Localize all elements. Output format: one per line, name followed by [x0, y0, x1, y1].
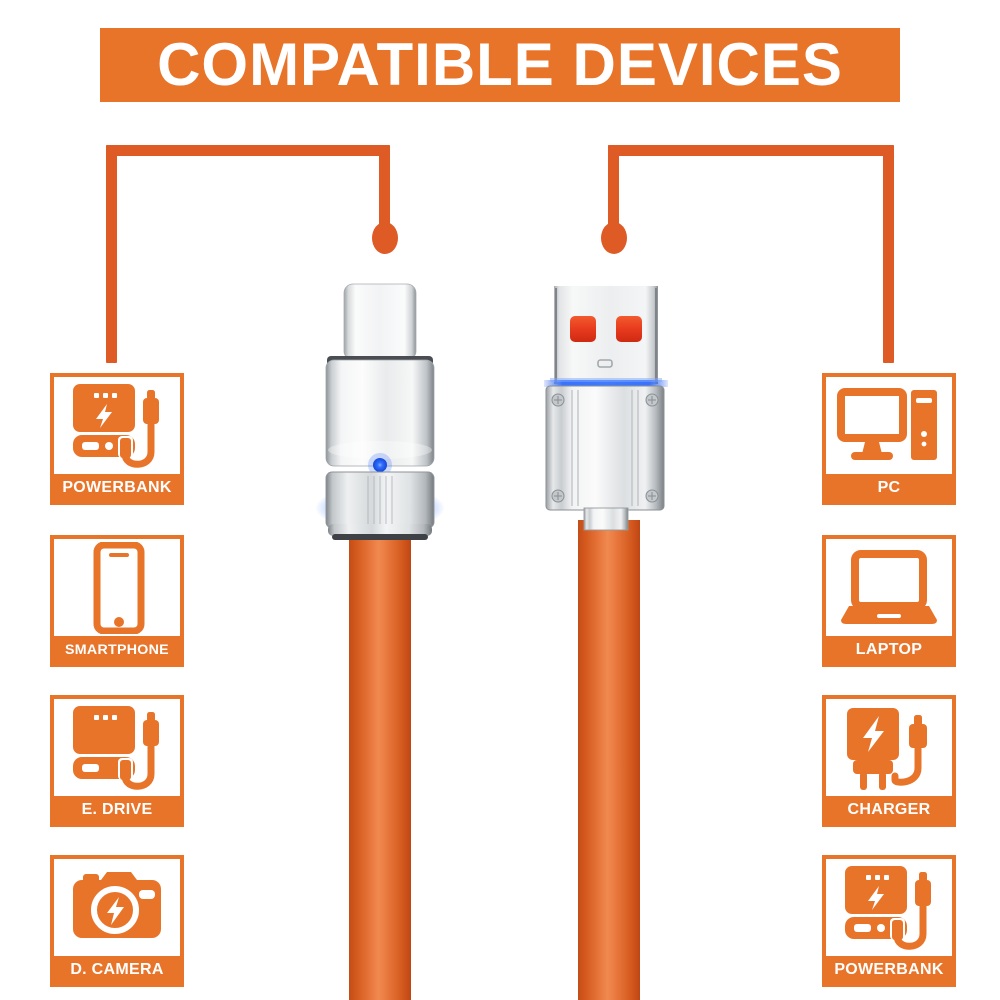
device-box-powerbank-right[interactable]: POWERBANK: [822, 855, 956, 987]
device-box-external-drive[interactable]: E. DRIVE: [50, 695, 184, 827]
device-label: SMARTPHONE: [54, 636, 180, 663]
device-label: POWERBANK: [826, 956, 952, 983]
powerbank-icon: [826, 859, 952, 956]
left-bracket-top-bar: [106, 145, 390, 156]
wall-charger-icon: [826, 699, 952, 796]
usb-c-cable: [349, 520, 411, 1000]
device-label: D. CAMERA: [54, 956, 180, 983]
right-bracket-pointer-dot: [601, 222, 627, 254]
device-label: POWERBANK: [54, 474, 180, 501]
digital-camera-icon: [54, 859, 180, 956]
device-label: PC: [826, 474, 952, 501]
device-box-digital-camera[interactable]: D. CAMERA: [50, 855, 184, 987]
right-bracket-drop-stem: [608, 145, 619, 227]
left-bracket-pointer-dot: [372, 222, 398, 254]
smartphone-icon: [54, 539, 180, 636]
device-label: LAPTOP: [826, 636, 952, 663]
left-bracket-drop-stem: [379, 145, 390, 227]
device-label: CHARGER: [826, 796, 952, 823]
device-box-laptop[interactable]: LAPTOP: [822, 535, 956, 667]
page-title: COMPATIBLE DEVICES: [157, 31, 843, 98]
powerbank-icon: [54, 377, 180, 474]
external-drive-icon: [54, 699, 180, 796]
usb-c-connector: [310, 280, 450, 550]
usb-a-connector: [528, 282, 680, 544]
laptop-icon: [826, 539, 952, 636]
usb-a-cable: [578, 520, 640, 1000]
desktop-pc-icon: [826, 377, 952, 474]
device-box-smartphone[interactable]: SMARTPHONE: [50, 535, 184, 667]
device-box-charger[interactable]: CHARGER: [822, 695, 956, 827]
left-bracket-left-stem: [106, 145, 117, 363]
device-label: E. DRIVE: [54, 796, 180, 823]
device-box-pc[interactable]: PC: [822, 373, 956, 505]
page-title-banner: COMPATIBLE DEVICES: [100, 28, 900, 102]
right-bracket-top-bar: [608, 145, 894, 156]
right-bracket-right-stem: [883, 145, 894, 363]
device-box-powerbank-left[interactable]: POWERBANK: [50, 373, 184, 505]
